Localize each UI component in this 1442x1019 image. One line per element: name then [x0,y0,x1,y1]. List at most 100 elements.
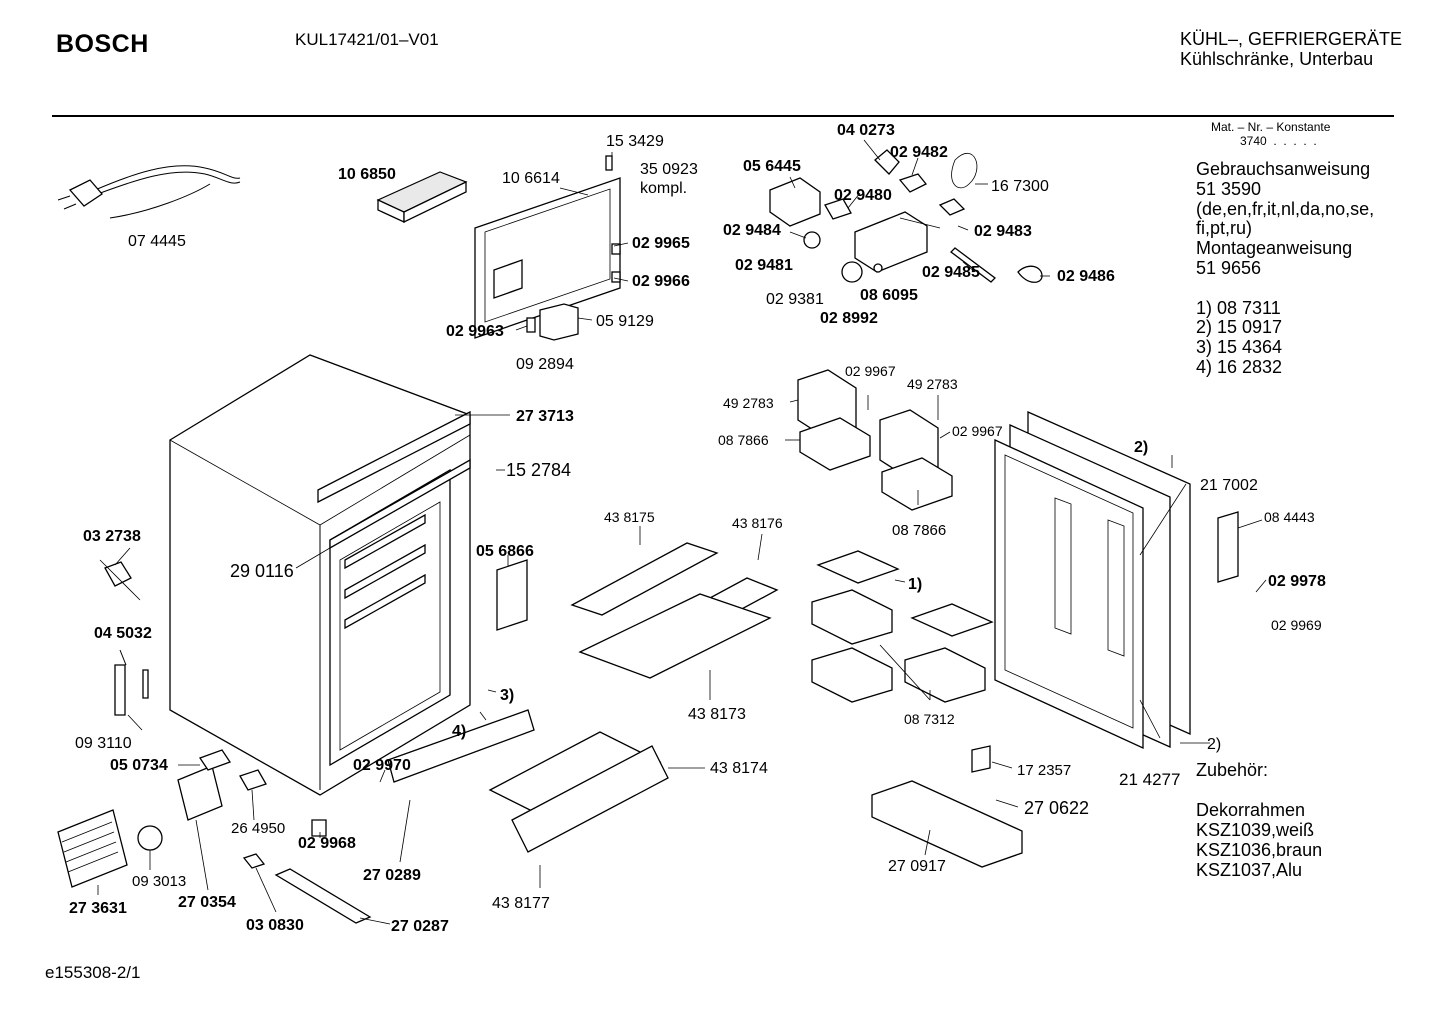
note-marker: 3) [500,687,514,704]
part-label: 09 2894 [516,356,574,373]
part-label: 02 9963 [446,323,504,340]
accessories-label: Zubehör: [1196,760,1269,780]
part-label: 02 9480 [834,187,892,204]
note-line: 3) 15 4364 [1196,337,1283,358]
part-label: 27 0622 [1024,798,1089,818]
part-label: 02 9970 [353,757,411,774]
part-label: 02 9978 [1268,573,1326,590]
model-number: KUL17421/01–V01 [295,30,439,49]
part-label: 02 9484 [723,222,781,239]
part-label: 35 0923 [640,161,698,178]
part-label: 04 0273 [837,122,895,139]
glass-shelves-illustration [387,542,779,853]
note-line: 1) 08 7311 [1196,297,1281,318]
languages-line1: (de,en,fr,it,nl,da,no,se, [1196,198,1375,219]
document-id: e155308-2/1 [45,963,141,982]
header-divider [52,115,1394,117]
part-label: 49 2783 [723,395,774,411]
manual-number: 51 3590 [1196,178,1262,199]
part-label: 05 9129 [596,313,654,330]
part-label: 02 9969 [1271,617,1322,633]
brand-logo: BOSCH [56,30,149,58]
part-label: 05 0734 [110,757,168,774]
part-label: 08 6095 [860,287,918,304]
bottom-parts-illustration [57,749,372,924]
part-label: 02 8992 [820,310,878,327]
part-label: 27 0917 [888,858,946,875]
part-label: 27 3713 [516,408,574,425]
part-label: 08 7866 [718,432,769,448]
part-label: 43 8177 [492,895,550,912]
languages-line2: fi,pt,ru) [1196,218,1253,239]
note-line: 4) 16 2832 [1196,356,1283,377]
door-bins-illustration [797,369,1023,868]
part-label: 10 6614 [502,170,560,187]
part-label: 27 3631 [69,900,127,917]
note-marker: 2) [1207,736,1221,753]
part-label: 02 9968 [298,835,356,852]
part-label: 27 0287 [391,918,449,935]
category-title: KÜHL–, GEFRIERGERÄTE [1180,29,1403,49]
part-label: 02 9967 [952,423,1003,439]
mat-nr-label: Mat. – Nr. – Konstante [1211,120,1331,134]
part-label: 27 0289 [363,867,421,884]
frame-item: KSZ1036,braun [1196,840,1323,860]
part-label: 02 9966 [632,273,690,290]
part-label: 03 0830 [246,917,304,934]
left-small-parts-illustration [99,559,528,716]
part-label: 08 7312 [904,711,955,727]
part-label: 03 2738 [83,528,141,545]
frames-label: Dekorrahmen [1196,800,1306,820]
part-label: kompl. [640,180,687,197]
frame-item: KSZ1039,weiß [1196,820,1315,840]
part-label: 10 6850 [338,166,396,183]
part-label: 29 0116 [230,561,294,581]
part-label: 43 8175 [604,509,655,525]
thermostat-group-illustration [769,149,1043,283]
part-label: 21 7002 [1200,477,1258,494]
part-label: 08 4443 [1264,509,1315,525]
part-label: 09 3013 [132,873,186,890]
frame-item: KSZ1037,Alu [1196,860,1303,880]
part-label: 08 7866 [892,522,946,539]
part-label: 15 2784 [506,460,571,480]
part-label: 26 4950 [231,820,285,837]
mounting-label: Montageanweisung [1196,238,1353,259]
documentation-panel: Gebrauchsanweisung 51 3590 (de,en,fr,it,… [1196,159,1375,378]
part-label: 21 4277 [1119,770,1180,789]
cabinet-body-illustration [169,354,471,796]
accessories-panel: Zubehör: Dekorrahmen KSZ1039,weiß KSZ103… [1196,760,1322,880]
category-subtitle: Kühlschränke, Unterbau [1180,49,1374,69]
note-line: 2) 15 0917 [1196,317,1283,338]
manual-label: Gebrauchsanweisung [1196,159,1371,179]
part-label: 02 9485 [922,264,980,281]
fridge-door-illustration [994,410,1239,750]
part-label: 49 2783 [907,376,958,392]
part-label: 43 8174 [710,760,768,777]
part-label: 15 3429 [606,133,664,150]
freezer-door-illustration [474,155,621,341]
part-label: 07 4445 [128,233,186,250]
leader-lines [97,139,1267,925]
part-label: 16 7300 [991,178,1049,195]
part-label: 02 9481 [735,257,793,274]
mat-nr-value: 3740 . . . . . [1240,134,1317,148]
mat-nr-block: Mat. – Nr. – Konstante 3740 . . . . . [1211,120,1330,148]
part-label: 02 9381 [766,291,824,308]
part-label: 09 3110 [75,735,132,752]
part-label: 02 9967 [845,363,896,379]
mounting-number: 51 9656 [1196,257,1262,278]
part-label: 02 9965 [632,235,690,252]
part-label: 43 8173 [688,706,746,723]
part-label: 02 9486 [1057,268,1115,285]
note-marker: 1) [908,576,922,593]
note-marker: 2) [1134,439,1148,456]
part-label: 02 9482 [890,144,948,161]
part-label: 04 5032 [94,625,152,642]
part-label: 27 0354 [178,894,236,911]
part-label: 05 6445 [743,158,801,175]
part-label: 05 6866 [476,543,534,560]
part-label: 02 9483 [974,223,1032,240]
note-marker: 4) [452,723,466,740]
